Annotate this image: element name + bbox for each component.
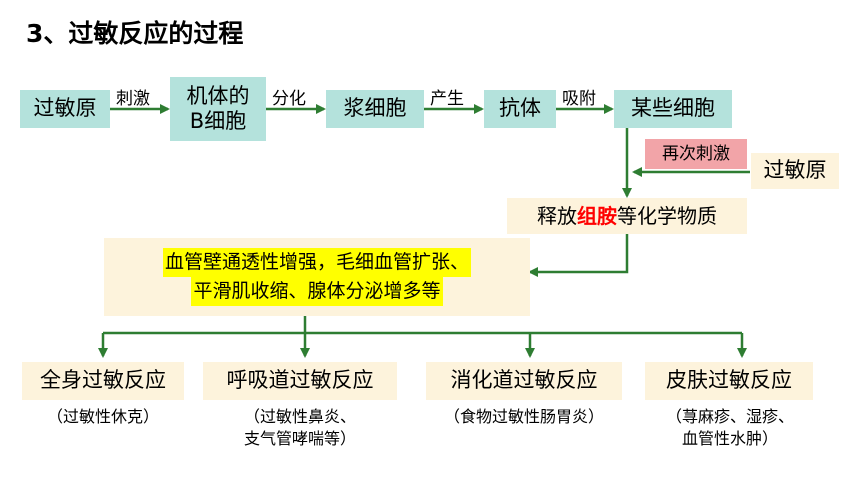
b-cell-line2: B细胞 — [189, 109, 247, 133]
example-line: （过敏性休克） — [46, 407, 159, 426]
allergen-box-right: 过敏原 — [751, 153, 839, 189]
antibody-box: 抗体 — [484, 90, 556, 128]
reaction-example-respiratory: （过敏性鼻炎、 支气管哮喘等） — [198, 406, 402, 449]
label-differentiate: 分化 — [272, 89, 306, 109]
page-title: 3、过敏反应的过程 — [26, 19, 244, 48]
histamine-text: 组胺 — [577, 204, 617, 228]
plasma-cell-box: 浆细胞 — [326, 90, 424, 128]
reaction-example-systemic: （过敏性休克） — [22, 406, 184, 428]
reaction-example-digestive: （食物过敏性肠胃炎） — [408, 406, 640, 428]
allergen-box-left: 过敏原 — [20, 90, 110, 128]
effects-line1: 血管壁通透性增强，毛细血管扩张、 — [162, 247, 471, 277]
example-line: （过敏性鼻炎、 — [243, 407, 356, 426]
b-cell-line1: 机体的 — [186, 83, 250, 108]
certain-cells-box: 某些细胞 — [614, 90, 732, 128]
example-line: （食物过敏性肠胃炎） — [443, 407, 604, 426]
reaction-box-systemic: 全身过敏反应 — [22, 362, 184, 400]
effects-line2: 平滑肌收缩、腺体分泌增多等 — [191, 277, 443, 307]
example-line: 支气管哮喘等） — [243, 428, 356, 448]
label-produce: 产生 — [430, 89, 464, 109]
reaction-box-skin: 皮肤过敏反应 — [645, 362, 813, 400]
effects-box: 血管壁通透性增强，毛细血管扩张、 平滑肌收缩、腺体分泌增多等 — [104, 238, 530, 316]
reaction-box-digestive: 消化道过敏反应 — [426, 362, 622, 400]
release-box: 释放组胺等化学物质 — [507, 198, 747, 234]
release-suffix: 等化学物质 — [617, 204, 717, 228]
label-stimulate: 刺激 — [116, 89, 150, 109]
example-line: （荨麻疹、湿疹、 — [665, 407, 794, 426]
re-stimulate-box: 再次刺激 — [645, 139, 747, 169]
reaction-box-respiratory: 呼吸道过敏反应 — [203, 362, 397, 400]
label-adsorb: 吸附 — [562, 89, 596, 109]
example-line: 血管性水肿） — [681, 428, 778, 448]
b-cell-box: 机体的 B细胞 — [170, 77, 266, 141]
release-prefix: 释放 — [537, 204, 577, 228]
arrow-release-to-effects — [528, 234, 629, 277]
reaction-example-skin: （荨麻疹、湿疹、 血管性水肿） — [640, 406, 820, 449]
